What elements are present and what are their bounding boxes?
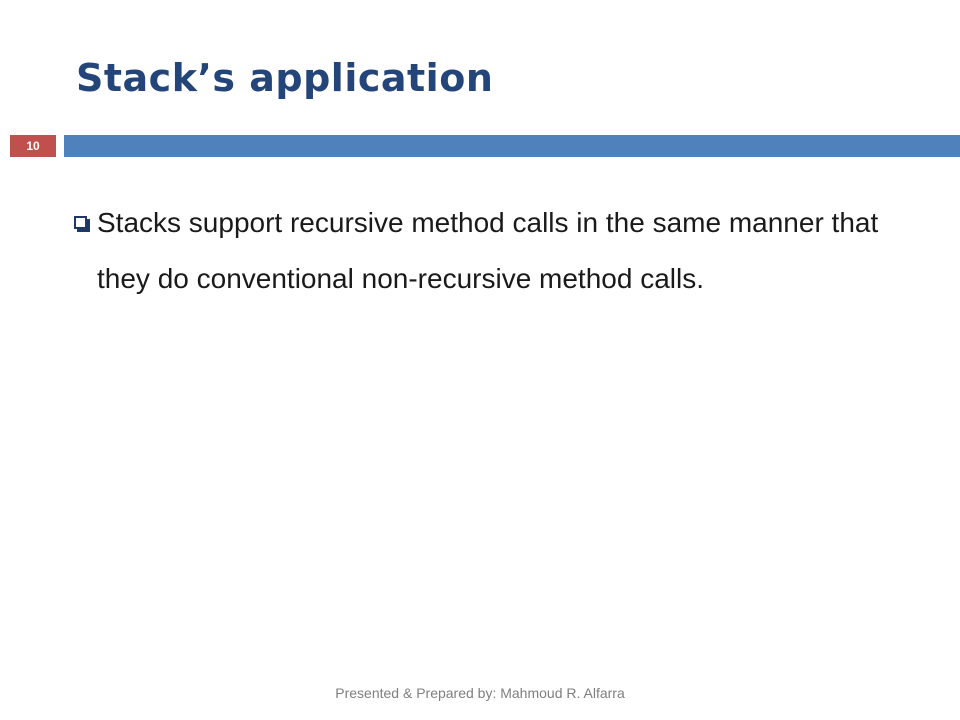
slide-title: Stack’s application [76, 56, 494, 100]
title-underline-bar [64, 135, 960, 157]
bullet-text: Stacks support recursive method calls in… [97, 207, 879, 294]
bullet-item: Stacks support recursive method calls in… [74, 195, 904, 307]
bullet-list: Stacks support recursive method calls in… [74, 195, 904, 307]
slide-number-badge: 10 [10, 135, 56, 157]
hollow-square-bullet-icon [74, 216, 87, 229]
footer-credit: Presented & Prepared by: Mahmoud R. Alfa… [335, 685, 625, 701]
